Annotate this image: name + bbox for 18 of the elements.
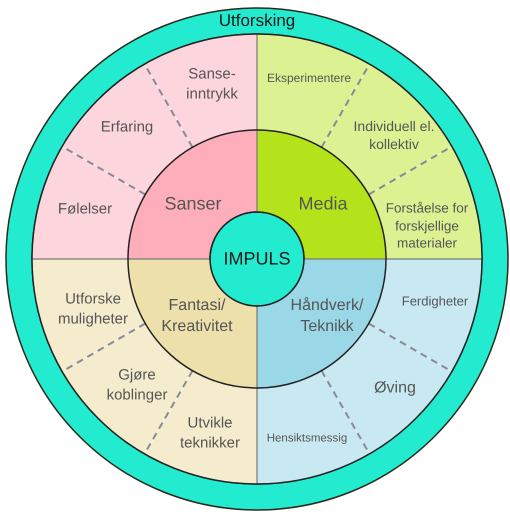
segment-label: Individuell el. kollektiv [352,116,436,154]
segment-label: Øving [373,378,417,399]
segment-label: Håndverk/ Teknikk [290,296,364,337]
segment-label: Sanse- inntrykk [185,64,239,104]
segment-label: Fantasi/ Kreativitet [160,296,234,337]
segment-label: Media [297,192,349,216]
center-label: IMPULS [222,247,292,270]
segment-label: Hensiktsmessig [266,432,348,446]
segment-label: Sanser [163,192,223,216]
segment-label: Eksperimentere [266,71,352,87]
segment-label: Gjøre koblinger [106,366,168,404]
segment-label: Ferdigheter [400,294,470,310]
segment-label: Utforske muligheter [56,290,130,328]
segment-label: Utvikle teknikker [178,414,242,452]
segment-label: Erfaring [100,117,154,137]
segment-label: Følelser [56,199,114,219]
ring-title: Utforsking [218,10,296,32]
segment-label: Forståelse for forskjellige materialer [384,200,470,252]
